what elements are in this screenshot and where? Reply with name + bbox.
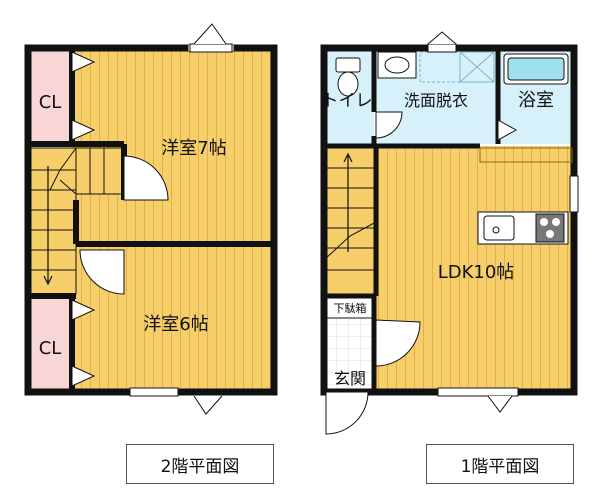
label-washroom: 洗面脱衣 [404, 91, 468, 110]
caption-floor-2: 2階平面図 [126, 444, 274, 484]
label-closet-top: CL [39, 92, 62, 113]
door-western-6 [79, 249, 125, 295]
door-entrance [325, 391, 369, 435]
door-swing-bottom-2f [193, 395, 223, 415]
caption-floor-2-text: 2階平面図 [160, 456, 240, 477]
label-western-6: 洋室6帖 [143, 314, 208, 335]
toilet-fixture [335, 57, 361, 97]
floor-2-plan [24, 23, 278, 415]
label-ldk: LDK10帖 [438, 262, 515, 283]
closet-bottom-doors [71, 299, 96, 387]
entrance-floor [324, 318, 374, 392]
label-bathroom: 浴室 [518, 90, 554, 111]
exterior-wall-1f [320, 44, 578, 396]
door-ldk-hall [375, 319, 421, 367]
caption-floor-1: 1階平面図 [426, 444, 574, 484]
closet-bottom-floor [28, 296, 72, 392]
closet-top-floor [28, 48, 72, 144]
hall-2f-floor [80, 194, 124, 244]
label-entrance: 玄関 [334, 369, 366, 388]
door-swing-top-2f [193, 23, 227, 45]
window-washroom-sash [427, 31, 457, 45]
washbasin-fixture [377, 51, 417, 79]
caption-floor-1-text: 1階平面図 [460, 456, 540, 477]
label-toilet: トイレ [322, 91, 373, 111]
bathtub-fixture [503, 53, 569, 85]
ldk-opening-rail [479, 147, 573, 163]
label-closet-bottom: CL [39, 338, 62, 359]
door-bathroom [497, 119, 518, 141]
label-shoe-box: 下駄箱 [334, 301, 367, 315]
interior-walls-1f [324, 48, 501, 392]
label-western-7: 洋室7帖 [161, 138, 226, 159]
staircase-1f [323, 145, 377, 295]
window-washroom [427, 43, 457, 53]
kitchen-counter [477, 211, 569, 245]
floor-1-plan [320, 31, 579, 435]
window-ldk-bottom [437, 387, 519, 397]
window-ldk-right [569, 175, 579, 213]
closet-top-doors [71, 51, 96, 141]
door-washroom [375, 111, 403, 139]
door-ldk-exterior [487, 395, 513, 413]
door-western-7 [123, 155, 169, 201]
staircase-2f [27, 147, 125, 295]
